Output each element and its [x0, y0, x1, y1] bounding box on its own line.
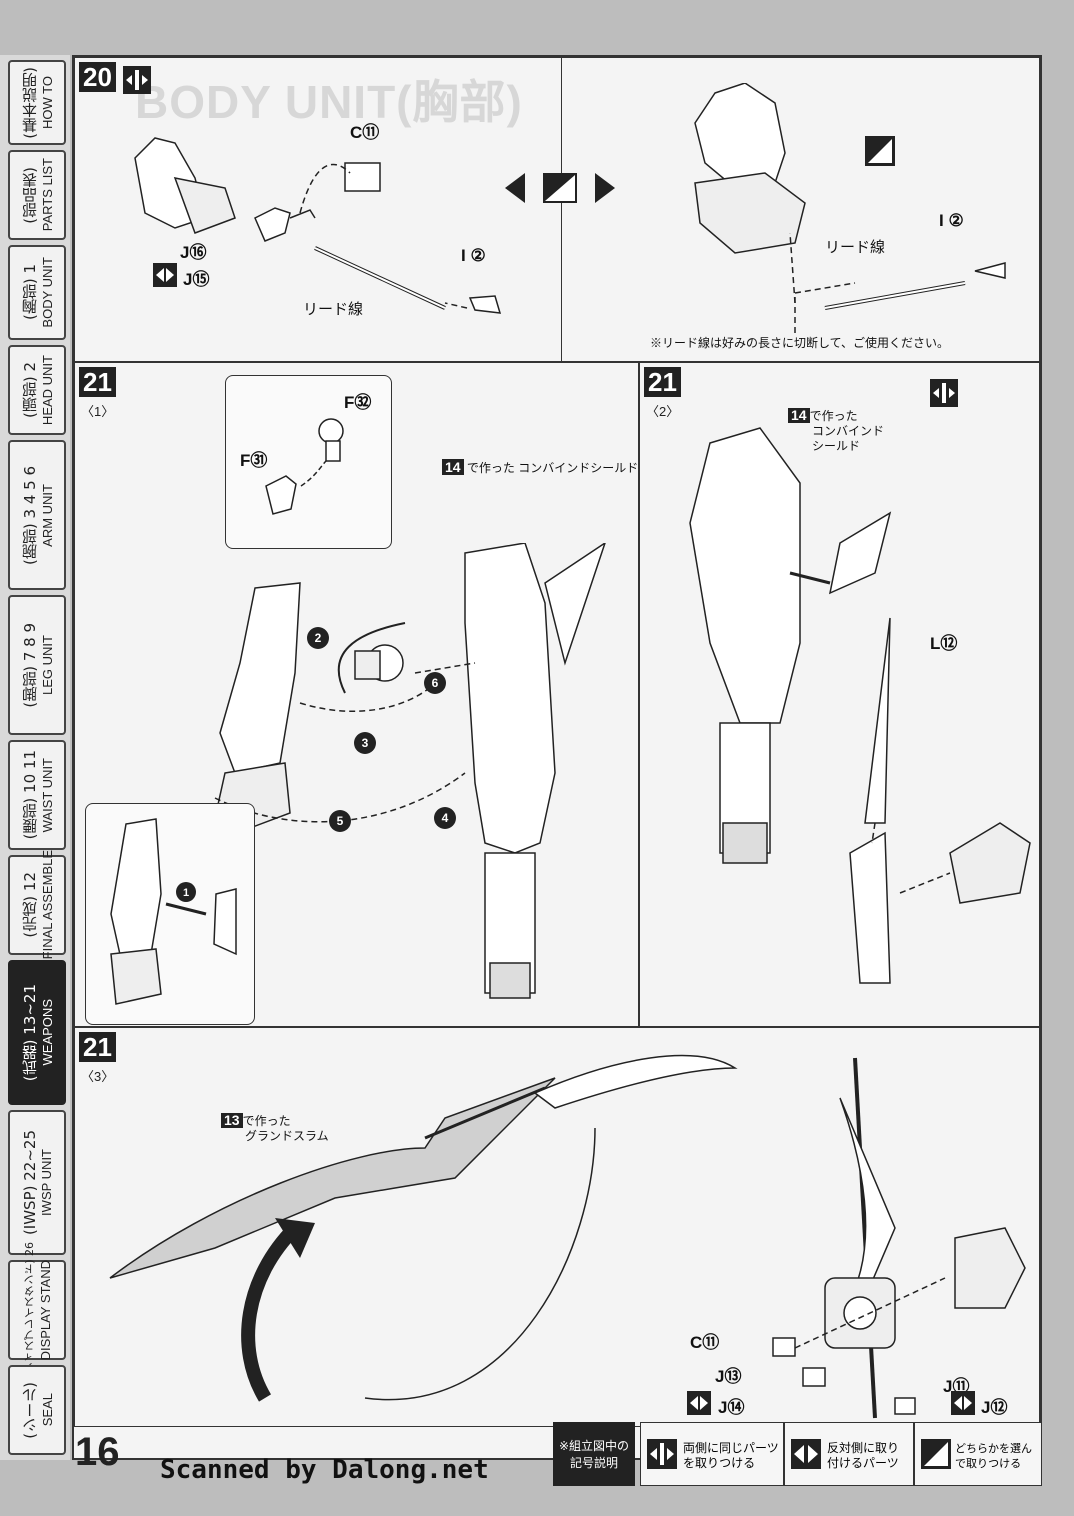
substep-label: 〈3〉: [81, 1069, 115, 1084]
both-sides-icon: [930, 379, 958, 407]
substep-label: 〈1〉: [81, 404, 115, 419]
sequence-step-6: 6: [432, 676, 439, 690]
detail-inset-arm: 1: [85, 803, 255, 1025]
sequence-step-2: 2: [315, 631, 322, 645]
sidebar-tab-seal[interactable]: (シール)SEAL: [8, 1365, 66, 1455]
step-number: 20: [79, 62, 116, 92]
opposite-side-icon: [791, 1439, 821, 1469]
ghost-heading: BODY UNIT(胸部): [135, 76, 523, 128]
part-label-j16: J⑯: [180, 243, 207, 262]
part-label-c11: C⑪: [350, 123, 380, 142]
both-sides-icon: [123, 66, 151, 94]
step-number: 21: [644, 367, 681, 397]
step-number: 21: [79, 1032, 116, 1062]
opposite-side-icon: [687, 1391, 711, 1415]
part-label-i2-right: I ②: [939, 211, 964, 230]
legend-title: ※組立図中の 記号説明: [553, 1422, 635, 1486]
both-sides-icon: [647, 1439, 677, 1469]
hand-lead-drawing: [134, 137, 502, 314]
part-label-f32: F㉜: [344, 393, 372, 412]
part-label-j13: J⑬: [715, 1367, 742, 1386]
lead-wire-label-left: リード線: [303, 301, 364, 318]
lead-wire-note: ※リード線は好みの長さに切断して、ご使用ください。: [650, 336, 950, 350]
legend-opposite-side: 反対側に取り付けるパーツ: [784, 1422, 914, 1486]
part-label-j14: J⑭: [718, 1398, 745, 1417]
scan-credit: Scanned by Dalong.net: [160, 1455, 489, 1485]
chest-lead-drawing: [694, 83, 1006, 333]
page-number: 16: [75, 1430, 120, 1474]
opposite-side-icon: [153, 263, 177, 287]
part-label-i2-left: I ②: [461, 246, 486, 265]
legend-both-sides: 両側に同じパーツを取りつける: [640, 1422, 784, 1486]
part-label-f31: F㉛: [240, 451, 268, 470]
step-number: 21: [79, 367, 116, 397]
part-label-j12: J⑫: [981, 1398, 1008, 1417]
sequence-step-4: 4: [442, 811, 449, 825]
either-choice-arrow: [505, 173, 615, 203]
step-20-panel: BODY UNIT(胸部) 20 C⑪ J⑯: [74, 57, 1040, 363]
part-label-c11: C⑪: [690, 1333, 720, 1352]
panel-divider: [561, 58, 562, 363]
sequence-step-5: 5: [337, 814, 344, 828]
detail-inset: F㉜ F㉛: [225, 375, 392, 549]
sequence-step-3: 3: [362, 736, 369, 750]
shield-assembly-drawing: 2 3 4 5 6: [214, 543, 606, 999]
either-choice-icon: [921, 1439, 951, 1469]
combined-shield-label: 14 で作った コンバインドシールド: [442, 459, 638, 476]
substep-label: 〈2〉: [646, 404, 680, 419]
sequence-step-1: 1: [183, 887, 189, 899]
part-label-l12: L⑫: [930, 634, 958, 653]
grand-slam-drawing: [109, 1054, 1026, 1419]
lead-wire-label-right: リード線: [825, 239, 886, 256]
sidebar-tab-how-to[interactable]: (基本説明)HOW TO: [8, 60, 66, 145]
shield-blade-drawing: [689, 427, 1031, 984]
opposite-side-icon-2: [951, 1391, 975, 1415]
either-choice-icon: [865, 136, 895, 166]
part-label-j15: J⑮: [183, 270, 210, 289]
step-21-1-panel: 21 〈1〉 F㉜ F㉛ 14 で作った コンバインドシールド: [74, 362, 639, 1027]
sidebar-tab-parts-list[interactable]: (部品表)PARTS LIST: [8, 150, 66, 240]
legend-either-choice: どちらかを選んで取りつける: [914, 1422, 1042, 1486]
instruction-area: BODY UNIT(胸部) 20 C⑪ J⑯: [72, 55, 1042, 1460]
